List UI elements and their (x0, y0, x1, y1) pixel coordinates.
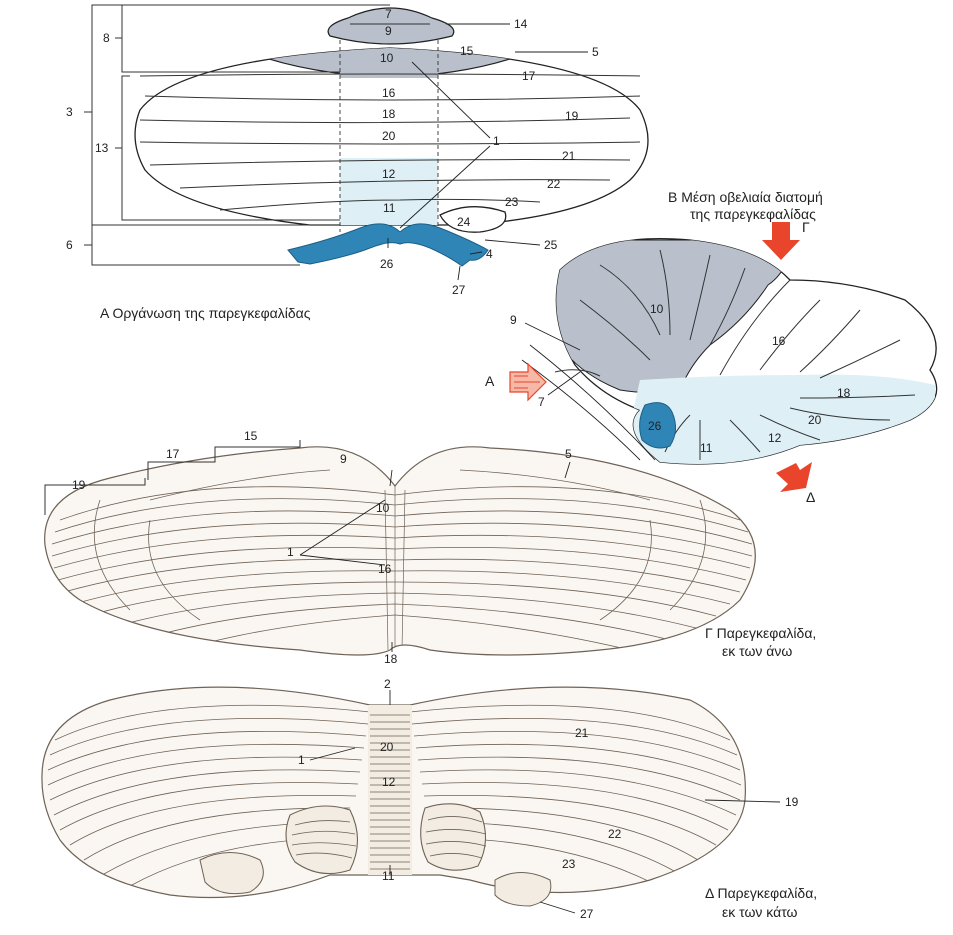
label-17-c: 17 (166, 447, 180, 461)
label-16-a: 16 (382, 86, 396, 100)
label-22-a: 22 (547, 177, 561, 191)
label-12-b: 12 (768, 431, 782, 445)
label-1-c: 1 (287, 545, 294, 559)
label-9-b: 9 (510, 313, 517, 327)
label-21-d: 21 (575, 726, 589, 740)
label-24-a: 24 (457, 215, 471, 229)
label-22-d: 22 (608, 827, 622, 841)
label-11-d: 11 (382, 869, 395, 883)
caption-panel-b-2: της παρεγκεφαλίδας (690, 206, 816, 222)
caption-panel-a: Α Οργάνωση της παρεγκεφαλίδας (100, 305, 311, 321)
label-18-b: 18 (837, 386, 851, 400)
label-19-a: 19 (565, 109, 579, 123)
light-blue-inferior-vermis (340, 158, 438, 225)
label-23-a: 23 (505, 195, 519, 209)
arrow-label-delta: Δ (806, 489, 815, 505)
label-12-d: 12 (382, 775, 396, 789)
flocculus-left (199, 852, 264, 895)
tonsil-left (285, 805, 358, 875)
label-16-c: 16 (378, 562, 392, 576)
label-10-a: 10 (380, 51, 394, 65)
label-18-a: 18 (382, 107, 396, 121)
label-7-a: 7 (385, 7, 392, 21)
label-10-c: 10 (376, 501, 390, 515)
label-5-c: 5 (565, 447, 572, 461)
label-7-b: 7 (538, 395, 545, 409)
label-25-a: 25 (544, 238, 558, 252)
label-17-a: 17 (522, 69, 536, 83)
panel-c-superior-view: 15 17 19 9 5 10 1 16 18 Γ Παρεγκεφαλίδα,… (44, 429, 816, 666)
tonsil-right (420, 803, 487, 871)
panel-d-inferior-view: 2 20 21 1 12 19 22 23 11 27 Δ Παρεγκεφαλ… (41, 677, 817, 921)
label-13-a: 13 (95, 141, 109, 155)
arrow-label-alpha: Α (485, 373, 495, 389)
lingula-cap (327, 7, 455, 45)
superior-folia (51, 469, 753, 651)
label-10-b: 10 (650, 302, 664, 316)
label-15-c: 15 (244, 429, 258, 443)
label-19-d: 19 (785, 795, 799, 809)
label-1-d: 1 (298, 753, 305, 767)
label-15-a: 15 (460, 44, 474, 58)
label-14-a: 14 (514, 17, 528, 31)
label-20-d: 20 (380, 740, 394, 754)
label-27-a: 27 (452, 283, 466, 297)
label-6-a: 6 (66, 238, 73, 252)
caption-panel-d-2: εκ των κάτω (722, 904, 798, 920)
panel-a-organisation: 7 9 14 8 15 5 10 17 3 16 18 19 13 20 1 2… (66, 4, 649, 321)
label-9-c: 9 (340, 452, 347, 466)
cerebellum-superior-outline (44, 446, 756, 656)
label-18-c: 18 (384, 652, 398, 666)
caption-panel-c-1: Γ Παρεγκεφαλίδα, (705, 625, 816, 641)
label-20-a: 20 (382, 129, 396, 143)
panel-b-midsagittal: Β Μέση οβελιαία διατομή της παρεγκεφαλίδ… (485, 189, 938, 505)
label-26-b: 26 (648, 419, 662, 433)
tonsil-lobe (439, 206, 507, 233)
label-26-a: 26 (380, 257, 394, 271)
label-5-a: 5 (592, 45, 599, 59)
label-4-a: 4 (486, 247, 493, 261)
label-11-b: 11 (700, 441, 713, 455)
arrow-top-gamma (762, 222, 800, 260)
label-12-a: 12 (382, 167, 396, 181)
label-2-d: 2 (384, 677, 391, 691)
caption-panel-b-1: Β Μέση οβελιαία διατομή (668, 189, 823, 205)
label-1-a: 1 (493, 134, 500, 148)
caption-panel-c-2: εκ των άνω (722, 643, 792, 659)
label-21-a: 21 (562, 149, 576, 163)
label-20-b: 20 (808, 413, 822, 427)
label-11-a: 11 (383, 201, 396, 215)
nodulus-section (639, 402, 676, 449)
caption-panel-d-1: Δ Παρεγκεφαλίδα, (705, 885, 817, 901)
flocculus-right (494, 872, 552, 907)
label-27-d: 27 (580, 907, 594, 921)
label-23-d: 23 (562, 857, 576, 871)
label-19-c: 19 (72, 478, 86, 492)
arrow-bottom-delta (776, 462, 812, 492)
label-9-a: 9 (385, 24, 392, 38)
flocculonodular-lobe (287, 223, 489, 267)
label-16-b: 16 (772, 334, 786, 348)
inferior-folia (47, 704, 742, 887)
vermis-shaded-column (340, 48, 438, 78)
label-3-a: 3 (66, 105, 73, 119)
arrow-label-gamma: Γ (802, 219, 810, 235)
label-8-a: 8 (103, 31, 110, 45)
